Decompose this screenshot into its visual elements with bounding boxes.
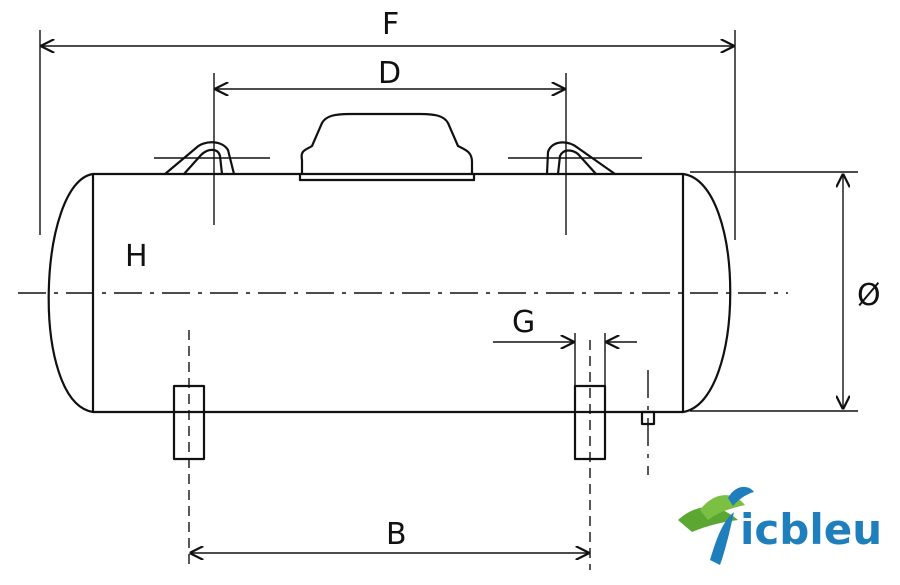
picbleu-logo: icbleu bbox=[678, 486, 882, 565]
manhole-dome bbox=[298, 112, 476, 182]
lifting-lug-left bbox=[154, 141, 270, 176]
label-h: H bbox=[125, 239, 148, 274]
dimension-diameter: Ø bbox=[690, 171, 881, 412]
dimension-b: B bbox=[191, 517, 588, 553]
support-foot-left bbox=[172, 330, 206, 570]
label-diameter: Ø bbox=[857, 278, 881, 313]
dimension-f: F bbox=[39, 7, 736, 240]
dimension-g: G bbox=[493, 305, 637, 386]
label-g: G bbox=[512, 305, 535, 340]
bird-leaf-icon bbox=[678, 486, 754, 565]
label-f: F bbox=[382, 7, 399, 42]
dimension-d: D bbox=[213, 56, 567, 235]
logo-text: icbleu bbox=[740, 505, 882, 554]
label-b: B bbox=[386, 517, 407, 552]
drain-fitting bbox=[640, 370, 656, 475]
lifting-lug-right bbox=[508, 141, 642, 176]
label-d: D bbox=[378, 56, 401, 91]
support-foot-right bbox=[573, 340, 607, 570]
